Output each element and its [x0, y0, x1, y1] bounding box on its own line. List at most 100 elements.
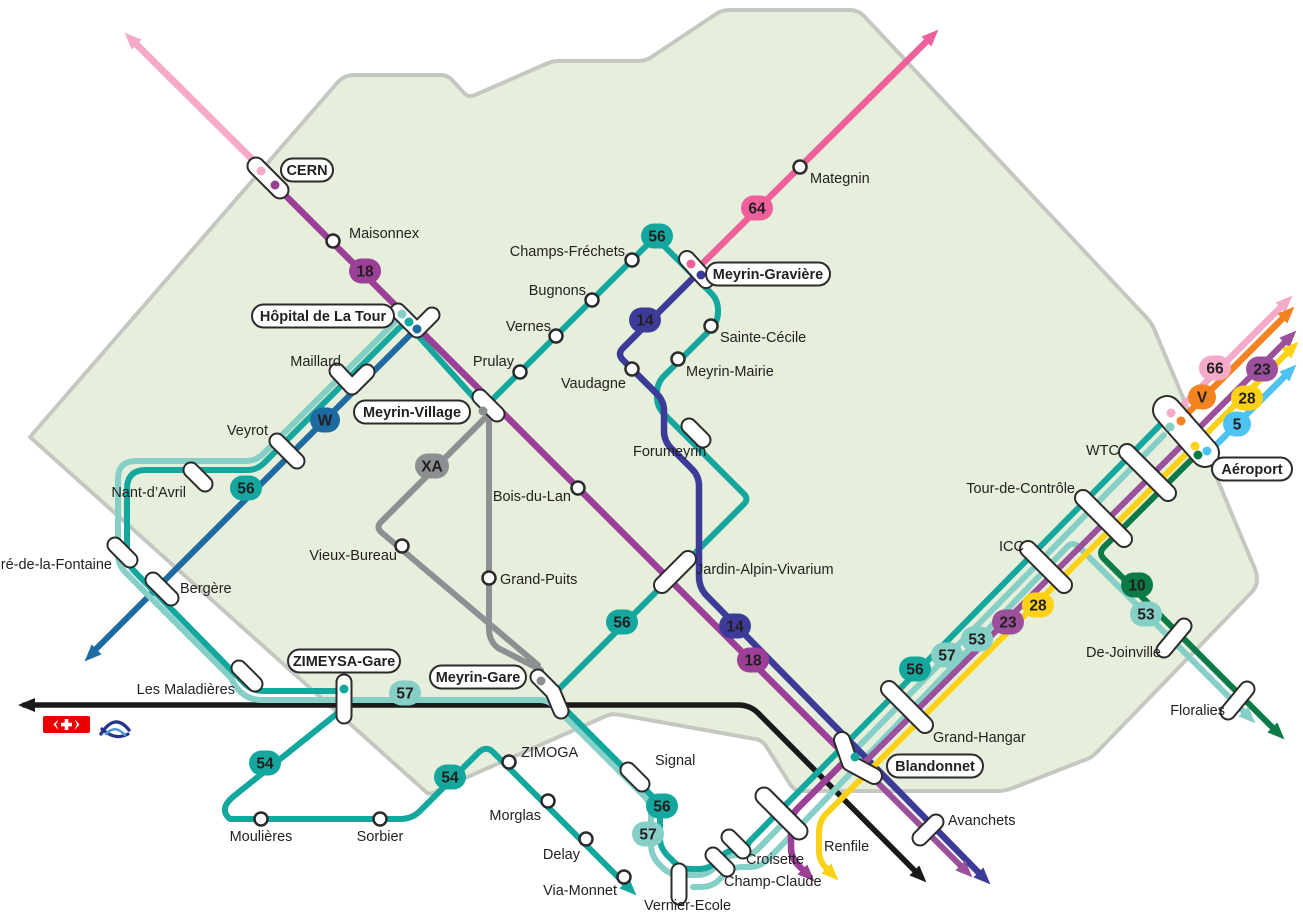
station-label: Tour-de-Contrôle [966, 481, 1075, 497]
arrow-5-icon [1279, 364, 1297, 382]
station-marker [835, 733, 881, 783]
terminus-label-pill: CERN [280, 157, 334, 183]
line-badge-W: W [310, 407, 340, 433]
station-label: Meyrin-Mairie [686, 364, 774, 380]
terminus-dot [256, 166, 266, 176]
station-label: Pré-de-la-Fontaine [0, 557, 112, 573]
line-badge-label: 14 [726, 619, 744, 636]
station-marker [706, 848, 734, 876]
line-badge-66: 66 [1199, 355, 1231, 381]
line-badge-label: 28 [1238, 391, 1256, 408]
station-label: Maillard [290, 354, 341, 370]
line-badge-label: 5 [1233, 417, 1242, 434]
station-label: Les Maladières [137, 682, 235, 698]
station-dot-Champs-Frechets [624, 252, 640, 268]
arrow-w-icon [84, 644, 102, 662]
arrow-v-icon [1277, 306, 1295, 324]
station-dot-Sorbier [372, 811, 388, 827]
line-arrowheads [18, 29, 1299, 896]
terminus-label-pill: ZIMEYSA-Gare [287, 648, 401, 674]
terminus-dot [536, 676, 546, 686]
line-badge-label: XA [421, 459, 443, 476]
station-label: Renfile [824, 839, 869, 855]
station-label: Bugnons [529, 283, 586, 299]
line-badge-V: V [1188, 384, 1216, 410]
line-badge-label: 56 [648, 229, 666, 246]
line-badge-18: 18 [349, 258, 381, 284]
terminus-dot [1190, 441, 1200, 451]
line-10 [1098, 451, 1281, 736]
rail-logos [43, 711, 132, 745]
line-badge-57: 57 [389, 680, 421, 706]
line-badge-64: 64 [741, 195, 773, 221]
arrow-18ext-icon [124, 32, 142, 50]
line-badge-54: 54 [249, 750, 281, 776]
station-label: Grand-Puits [500, 572, 577, 588]
line-badge-56: 56 [646, 793, 678, 819]
station-marker [1120, 445, 1175, 500]
terminus-label-pill: Meyrin-Gravière [705, 261, 831, 287]
station-marker [184, 463, 212, 491]
line-5 [1202, 367, 1294, 459]
line-badge-label: 56 [237, 481, 255, 498]
station-marker [913, 815, 943, 845]
station-dot-Via-Monnet [616, 869, 632, 885]
station-dot-Grand-Puits [481, 570, 497, 586]
commune-region-shape [28, 8, 1259, 796]
terminus-dot [1193, 450, 1203, 460]
station-label: Vieux-Bureau [309, 548, 397, 564]
line-badge-57: 57 [632, 821, 664, 847]
station-dot-Morglas [540, 793, 556, 809]
station-label: Grand-Hangar [933, 730, 1026, 746]
line-badge-label: W [318, 413, 333, 430]
terminus-label-pill: Meyrin-Village [353, 399, 471, 425]
station-dot-Vernes [548, 328, 564, 344]
station-label: Signal [655, 753, 695, 769]
line-badge-57: 57 [931, 642, 963, 668]
line-badge-10: 10 [1121, 572, 1153, 598]
arrow-54-icon [619, 878, 637, 896]
station-label: Veyrot [227, 423, 268, 439]
line-badge-label: 53 [1137, 607, 1155, 624]
line-xa [375, 411, 544, 673]
line-badge-label: 56 [613, 615, 631, 632]
line-badge-label: V [1197, 390, 1208, 407]
terminus-dot [1176, 416, 1186, 426]
line-badge-5: 5 [1223, 411, 1251, 437]
station-dot-Maisonnex [325, 233, 341, 249]
station-dot-Sainte-Cecile [703, 318, 719, 334]
terminus-dot [397, 309, 407, 319]
station-label: Mategnin [810, 171, 870, 187]
line-badge-label: 23 [1253, 362, 1271, 379]
station-labels: MaisonnexMategninChamps-FréchetsBugnonsV… [0, 171, 1225, 914]
station-label: Sainte-Cécile [720, 330, 806, 346]
terminus-dot [850, 752, 860, 762]
station-dot-Vaudagne [624, 361, 640, 377]
terminus-dot [478, 406, 488, 416]
station-dot-ZIMOGA [501, 754, 517, 770]
line-28 [816, 345, 1295, 877]
terminus-label-pill: Meyrin-Gare [429, 664, 527, 690]
terminus-label: Meyrin-Gare [436, 670, 521, 686]
leman-express-logo [98, 711, 132, 745]
station-label: Champs-Fréchets [510, 244, 625, 260]
terminus-dot [339, 684, 349, 694]
line-badges: 1818641414565656565657575753535454232328… [230, 195, 1278, 847]
terminus-label: Hôpital de La Tour [260, 309, 387, 325]
line-badge-label: 54 [256, 756, 274, 773]
arrow-10-icon [1267, 722, 1285, 740]
terminus-dots [256, 166, 1212, 762]
line-badge-56: 56 [899, 656, 931, 682]
station-label: Bergère [180, 581, 232, 597]
terminus-dot [686, 259, 696, 269]
line-badge-label: 56 [906, 662, 924, 679]
station-label: Prulay [473, 354, 515, 370]
station-dot-Meyrin-Mairie [670, 351, 686, 367]
station-label: Vaudagne [561, 376, 626, 392]
station-label: ZIMOGA [521, 745, 579, 761]
line-badge-23: 23 [992, 609, 1024, 635]
line-badge-label: 18 [356, 264, 374, 281]
station-label: Via-Monnet [543, 883, 617, 899]
line-badge-56: 56 [606, 609, 638, 635]
